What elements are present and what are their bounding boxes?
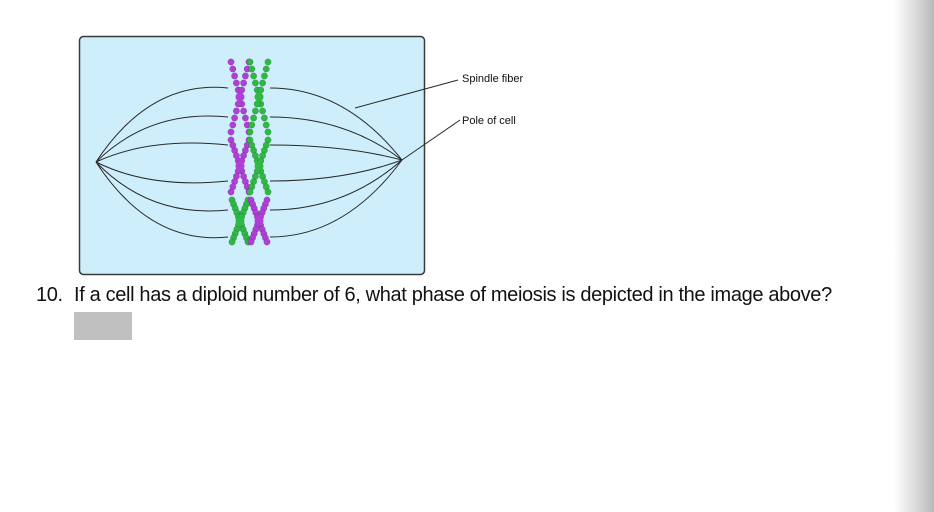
meiosis-diagram xyxy=(78,35,461,276)
question-10: 10. If a cell has a diploid number of 6, … xyxy=(36,284,832,307)
pole-of-cell-label: Pole of cell xyxy=(462,115,516,127)
chromosomes xyxy=(227,58,272,246)
spindle-fiber-left xyxy=(95,161,229,184)
spindle-fiber-right xyxy=(269,144,403,161)
question-text: If a cell has a diploid number of 6, wha… xyxy=(74,284,832,306)
spindle-fiber-right xyxy=(269,159,403,211)
answer-input[interactable] xyxy=(74,312,132,340)
pole-of-cell-leader-line xyxy=(401,119,461,161)
spindle-fiber-left xyxy=(95,161,229,239)
chromosome-3-left xyxy=(228,196,252,246)
chromosome-1-left xyxy=(227,58,253,136)
chromosome-1-right xyxy=(246,58,272,136)
chromosome-3-right xyxy=(247,196,271,246)
spindle-fibers xyxy=(95,86,403,239)
spindle-fiber-left xyxy=(95,161,229,212)
page-edge-shadow xyxy=(894,0,934,512)
chromosome-2-right xyxy=(246,136,272,196)
spindle-fiber-label: Spindle fiber xyxy=(462,73,524,85)
spindle-fiber-right xyxy=(269,159,403,182)
spindle-fiber-left xyxy=(95,86,229,163)
cell-body xyxy=(78,35,426,276)
spindle-fiber-left xyxy=(95,115,229,163)
spindle-fiber-right xyxy=(269,116,403,161)
chromosome-2-left xyxy=(227,136,253,196)
spindle-fiber-leader-line xyxy=(354,79,459,109)
spindle-fiber-right xyxy=(269,87,403,161)
question-number: 10. xyxy=(36,284,63,306)
spindle-fiber-right xyxy=(269,159,403,238)
spindle-fiber-left xyxy=(95,142,229,163)
